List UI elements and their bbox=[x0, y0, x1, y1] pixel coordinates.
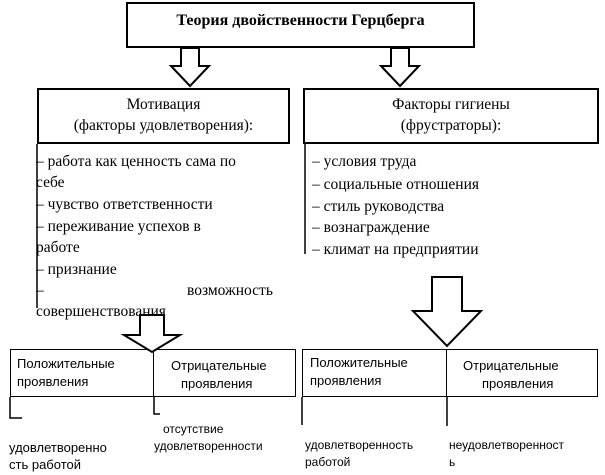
hygiene-item: – вознаграждение bbox=[312, 219, 430, 236]
motivation-item: – bbox=[36, 282, 44, 299]
motivation-item: совершенствования bbox=[36, 303, 166, 320]
outcomes-right-negative-cell: Отрицательные проявления bbox=[448, 350, 597, 396]
hygiene-subheading: (фрустраторы): bbox=[400, 117, 502, 134]
motivation-item: возможность bbox=[187, 282, 273, 299]
outcome-value-right-positive: работой bbox=[305, 455, 351, 469]
motivation-subheading: (факторы удовлетворения): bbox=[73, 117, 254, 134]
outcome-value-left-negative: отсутствие bbox=[163, 422, 224, 436]
title-box: Теория двойственности Герцберга bbox=[126, 2, 475, 48]
outcomes-right-box: Положительные проявления Отрицательные п… bbox=[302, 349, 598, 397]
outcomes-left-positive-cell: Положительные проявления bbox=[11, 350, 154, 396]
outcome-value-left-positive: удовлетворенно bbox=[9, 440, 107, 455]
outcome-value-right-positive: удовлетворенность bbox=[305, 438, 414, 452]
positive-label: Положительные bbox=[17, 356, 115, 371]
negative-label: проявления bbox=[482, 376, 554, 391]
hygiene-item: – климат на предприятии bbox=[312, 241, 479, 258]
motivation-box: Мотивация (факторы удовлетворения): bbox=[37, 88, 290, 144]
outcomes-left-negative-cell: Отрицательные проявления bbox=[155, 350, 295, 396]
motivation-item: – признание bbox=[36, 261, 117, 278]
hygiene-item: – стиль руководства bbox=[312, 198, 445, 215]
motivation-item: – работа как ценность сама по bbox=[36, 153, 236, 170]
positive-label: проявления bbox=[310, 373, 382, 388]
arrow-down-icon bbox=[120, 314, 184, 354]
motivation-item: – чувство ответственности bbox=[36, 196, 213, 213]
hygiene-heading: Факторы гигиены bbox=[392, 96, 510, 113]
arrow-down-icon bbox=[410, 276, 484, 348]
outcome-value-left-positive: сть работой bbox=[9, 457, 81, 472]
outcome-value-left-negative: удовлетворенности bbox=[154, 439, 263, 453]
outcomes-left-box: Положительные проявления Отрицательные п… bbox=[10, 349, 296, 397]
hygiene-item: – условия труда bbox=[312, 153, 417, 170]
motivation-item: работе bbox=[36, 239, 80, 256]
hygiene-item: – социальные отношения bbox=[312, 176, 480, 193]
positive-label: проявления bbox=[17, 374, 89, 389]
motivation-item: себе bbox=[36, 174, 65, 191]
outcome-value-right-negative: неудовлетворенност bbox=[449, 438, 565, 452]
outcome-value-right-negative: ь bbox=[449, 455, 456, 469]
motivation-heading: Мотивация bbox=[126, 96, 201, 113]
diagram-title: Теория двойственности Герцберга bbox=[176, 12, 425, 29]
motivation-item: – переживание успехов в bbox=[36, 218, 201, 235]
negative-label: проявления bbox=[181, 376, 253, 391]
arrow-down-icon bbox=[168, 47, 212, 88]
hygiene-box: Факторы гигиены (фрустраторы): bbox=[303, 88, 599, 144]
outcomes-right-positive-cell: Положительные проявления bbox=[303, 350, 447, 396]
negative-label: Отрицательные bbox=[171, 358, 267, 373]
positive-label: Положительные bbox=[310, 355, 408, 370]
arrow-down-icon bbox=[378, 47, 422, 88]
negative-label: Отрицательные bbox=[463, 358, 559, 373]
